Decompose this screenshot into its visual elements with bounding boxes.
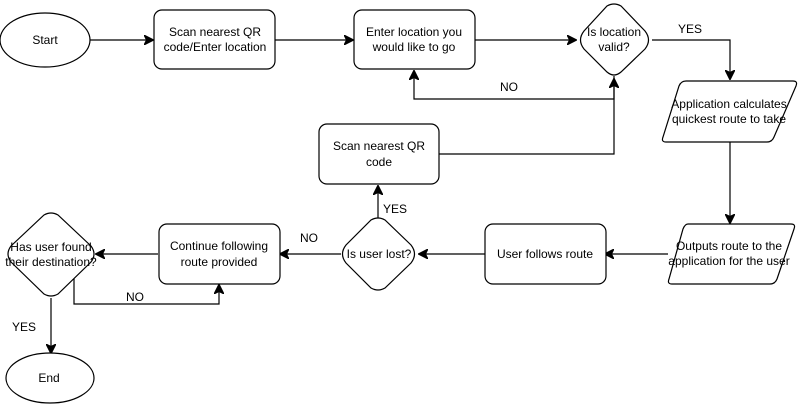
edge-valid-yes [652, 39, 730, 78]
node-continue-following-line-2: route provided [181, 255, 258, 269]
edge-label-no-found: NO [126, 290, 144, 304]
node-location-valid: Is location valid? [579, 3, 650, 76]
node-scan-qr-top-line-1: Scan nearest QR [169, 25, 261, 39]
node-app-calculates-line-1: Application calculates [671, 97, 786, 111]
node-outputs-route-line-2: application for the user [668, 254, 789, 268]
node-app-calculates: Application calculates quickest route to… [661, 80, 798, 143]
node-found-destination-line-2: their destination? [5, 255, 97, 269]
node-user-lost-line-1: Is user lost? [347, 247, 412, 261]
node-end: End [5, 352, 95, 404]
node-scan-qr-mid: Scan nearest QR code [318, 123, 440, 185]
node-scan-qr-top-line-2: code/Enter location [164, 40, 267, 54]
node-continue-following: Continue following route provided [158, 223, 281, 285]
node-location-valid-line-2: valid? [598, 40, 630, 54]
node-user-follows-line-1: User follows route [497, 247, 593, 261]
node-outputs-route: Outputs route to the application for the… [667, 223, 796, 285]
edge-label-yes-lost: YES [383, 202, 407, 216]
node-continue-following-line-1: Continue following [170, 239, 268, 253]
node-outputs-route-line-1: Outputs route to the [676, 239, 782, 253]
node-scan-qr-mid-line-1: Scan nearest QR [333, 139, 425, 153]
node-location-valid-line-1: Is location [587, 25, 641, 39]
edge-label-yes-found: YES [12, 320, 36, 334]
edge-label-no-valid: NO [500, 80, 518, 94]
edge-label-yes-valid: YES [678, 22, 702, 36]
edge-label-no-lost: NO [300, 231, 318, 245]
node-app-calculates-line-2: quickest route to take [672, 112, 786, 126]
node-enter-location: Enter location you would like to go [353, 9, 476, 70]
node-start: Start [0, 12, 91, 68]
node-start-line-1: Start [32, 33, 58, 47]
edge-labels: YES NO YES NO NO YES [12, 22, 702, 334]
node-enter-location-line-2: would like to go [372, 40, 456, 54]
node-user-follows: User follows route [484, 223, 607, 285]
node-found-destination: Has user found their destination? [5, 212, 97, 297]
node-enter-location-line-1: Enter location you [366, 25, 462, 39]
node-scan-qr-top: Scan nearest QR code/Enter location [153, 9, 276, 70]
edge-found-no [73, 276, 219, 305]
node-found-destination-line-1: Has user found [10, 240, 91, 254]
edges [51, 40, 730, 352]
edge-scanmid-to-valid [439, 80, 614, 155]
node-user-lost: Is user lost? [341, 217, 416, 291]
node-end-line-1: End [38, 371, 59, 385]
node-scan-qr-mid-line-2: code [366, 155, 392, 169]
